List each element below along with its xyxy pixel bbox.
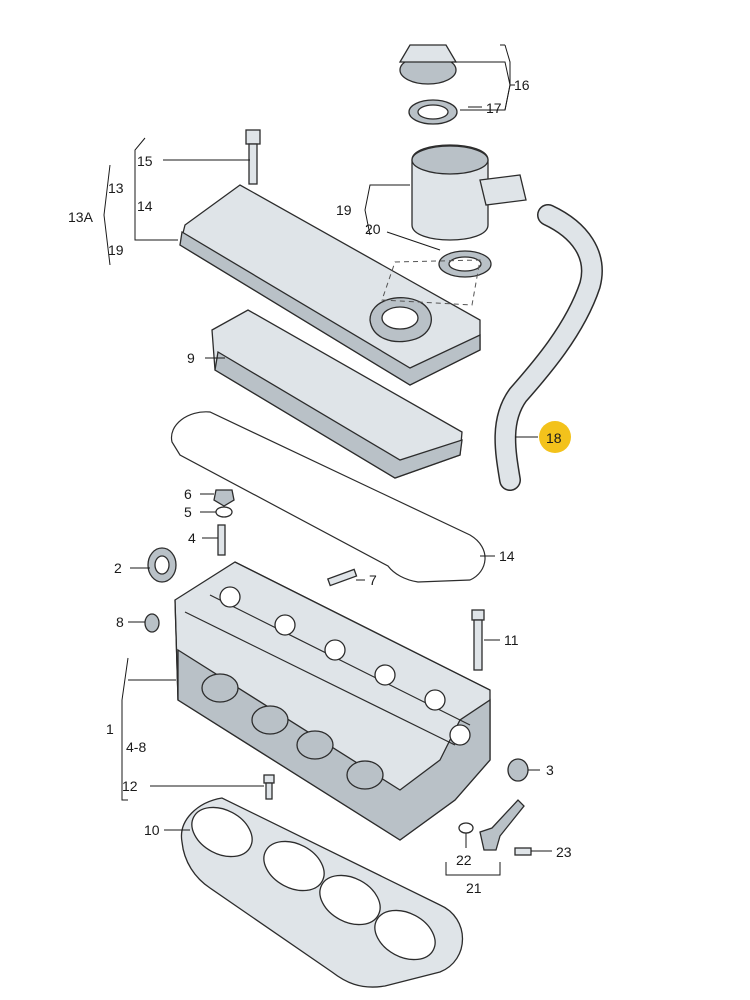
bolt-12[interactable]: [263, 774, 275, 800]
head-bolt-11[interactable]: [471, 609, 485, 671]
callout-21: 21: [466, 880, 482, 896]
leader-lines: [103, 44, 552, 876]
callout-13: 13: [108, 180, 124, 196]
stud-4[interactable]: [217, 524, 226, 556]
sensor-21[interactable]: [479, 799, 525, 851]
pcv-valve-19[interactable]: [411, 144, 527, 241]
callout-16: 16: [514, 77, 530, 93]
valve-cover-gasket[interactable]: [170, 411, 486, 583]
o-ring-22[interactable]: [458, 822, 474, 834]
callout-20: 20: [365, 221, 381, 237]
head-gasket[interactable]: [180, 797, 463, 988]
highlight-marker-18: [539, 421, 571, 453]
bolt-15[interactable]: [245, 129, 261, 185]
callout-14-cover: 14: [137, 198, 153, 214]
callout-4: 4: [188, 530, 196, 546]
callout-6: 6: [184, 486, 192, 502]
oil-seal-2[interactable]: [147, 547, 177, 583]
callout-22: 22: [456, 852, 472, 868]
valve-cover-13[interactable]: [179, 184, 481, 386]
callout-5: 5: [184, 504, 192, 520]
callout-19-cover: 19: [108, 242, 124, 258]
callout-10: 10: [144, 822, 160, 838]
seal-20[interactable]: [438, 250, 492, 278]
oil-baffle-9[interactable]: [211, 309, 463, 479]
seal-17[interactable]: [408, 99, 458, 125]
callout-17: 17: [486, 100, 502, 116]
callout-12: 12: [122, 778, 138, 794]
callout-2: 2: [114, 560, 122, 576]
callout-7: 7: [369, 572, 377, 588]
callout-18: 18: [546, 430, 562, 446]
callout-9: 9: [187, 350, 195, 366]
callout-14-gasket: 14: [499, 548, 515, 564]
stud-7[interactable]: [326, 568, 358, 587]
callout-19-pcv: 19: [336, 202, 352, 218]
oil-filler-cap-16[interactable]: [398, 44, 458, 85]
callout-23: 23: [556, 844, 572, 860]
washer-5[interactable]: [215, 506, 233, 518]
cylinder-head[interactable]: [174, 561, 491, 841]
plug-3[interactable]: [507, 758, 529, 782]
callout-4-8: 4-8: [126, 739, 146, 755]
callout-1: 1: [106, 721, 114, 737]
callout-8: 8: [116, 614, 124, 630]
callout-11: 11: [504, 632, 519, 648]
callout-15: 15: [137, 153, 153, 169]
bolt-23[interactable]: [514, 847, 532, 856]
alignment-guide: [381, 259, 481, 306]
callout-3: 3: [546, 762, 554, 778]
plug-8[interactable]: [144, 613, 160, 633]
nut-6[interactable]: [213, 489, 235, 507]
callout-13a: 13A: [68, 209, 94, 225]
